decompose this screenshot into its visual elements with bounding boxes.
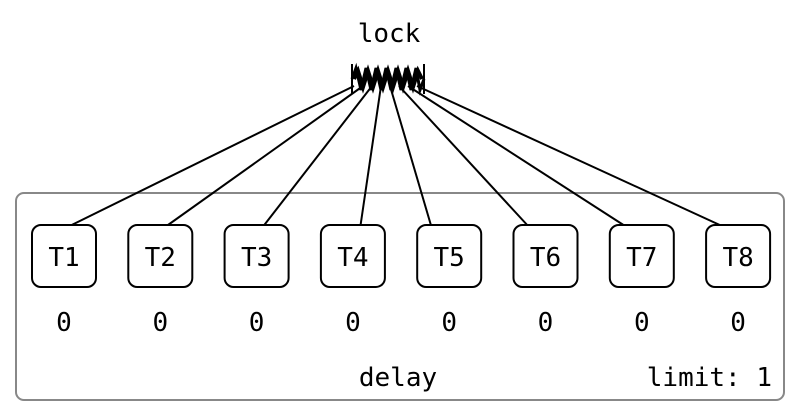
connector-line-t2 xyxy=(167,85,364,226)
limit-label: limit: 1 xyxy=(647,363,772,393)
thread-count: 0 xyxy=(152,308,168,338)
thread-box xyxy=(127,224,194,288)
thread-box xyxy=(319,224,386,288)
thread-box xyxy=(608,224,675,288)
thread-label: T6 xyxy=(530,243,561,273)
thread-count: 0 xyxy=(56,308,72,338)
delay-label: delay xyxy=(359,363,437,393)
thread-label: T2 xyxy=(145,243,176,273)
thread-node-t4: T4 0 xyxy=(319,224,386,338)
thread-count: 0 xyxy=(634,308,650,338)
thread-node-t5: T5 0 xyxy=(416,224,483,338)
thread-label: T8 xyxy=(722,243,753,273)
connector-line-t8 xyxy=(416,85,721,226)
thread-box xyxy=(223,224,290,288)
lock-spring-icon xyxy=(350,62,426,96)
connector-line-t1 xyxy=(71,85,355,226)
connector-line-t5 xyxy=(389,85,432,226)
thread-count: 0 xyxy=(730,308,746,338)
thread-count: 0 xyxy=(249,308,265,338)
thread-label: T5 xyxy=(434,243,465,273)
thread-box xyxy=(705,224,772,288)
thread-node-t8: T8 0 xyxy=(705,224,772,338)
thread-label: T4 xyxy=(337,243,368,273)
thread-group-container xyxy=(15,192,785,401)
connector-line-t4 xyxy=(359,85,382,226)
thread-box xyxy=(416,224,483,288)
connector-line-t3 xyxy=(263,85,373,226)
thread-box xyxy=(512,224,579,288)
thread-count: 0 xyxy=(538,308,554,338)
thread-label: T1 xyxy=(48,243,79,273)
connector-lines xyxy=(71,85,721,226)
thread-node-t1: T1 0 xyxy=(31,224,97,338)
lock-label: lock xyxy=(358,19,421,49)
connector-line-t6 xyxy=(398,85,528,226)
thread-node-t2: T2 0 xyxy=(127,224,194,338)
thread-node-t7: T7 0 xyxy=(608,224,675,338)
thread-count: 0 xyxy=(345,308,361,338)
thread-count: 0 xyxy=(441,308,457,338)
thread-label: T7 xyxy=(626,243,657,273)
connector-line-t7 xyxy=(407,85,625,226)
thread-node-t6: T6 0 xyxy=(512,224,579,338)
thread-list: T1 0 T2 0 T3 0 T4 0 T5 0 T6 0 T7 0 T8 0 xyxy=(31,224,772,338)
thread-node-t3: T3 0 xyxy=(223,224,290,338)
thread-label: T3 xyxy=(241,243,272,273)
thread-box xyxy=(31,224,97,288)
